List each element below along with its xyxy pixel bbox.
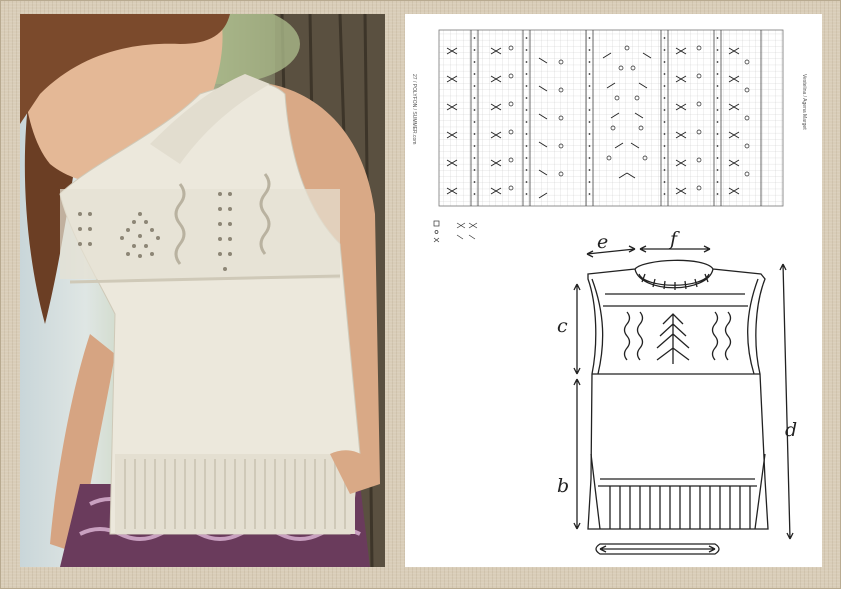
model-photo <box>20 14 385 567</box>
dim-d-arrow <box>779 263 794 540</box>
pattern-panel: 27 / POLYFON / SUMMER.com Vestelina / Ag… <box>405 14 822 567</box>
chart-source-label: 27 / POLYFON / SUMMER.com <box>411 74 417 145</box>
dim-e-arrow <box>586 245 636 258</box>
measure-e-label: e <box>597 231 609 253</box>
measure-d-label: d <box>785 419 798 441</box>
knitting-chart <box>438 29 784 207</box>
collar-ribbing <box>150 74 270 164</box>
knit-vest-photo-illustration <box>20 14 385 567</box>
dim-f-arrow <box>639 245 711 253</box>
lace-motifs <box>78 192 232 271</box>
measure-f-label: f <box>670 228 678 250</box>
vest-outline <box>587 259 769 530</box>
measure-b-label: b <box>557 475 570 497</box>
chart-design-label: Vestelina / Agena Marget <box>801 74 807 130</box>
chart-legend <box>433 220 478 243</box>
left-arm <box>50 334 115 554</box>
chart-symbols <box>446 47 740 199</box>
dim-c-arrow <box>573 283 581 375</box>
measure-c-label: c <box>557 315 568 337</box>
hair-top <box>20 14 230 124</box>
vest-schematic <box>573 245 794 555</box>
dim-b-arrow <box>573 378 581 530</box>
